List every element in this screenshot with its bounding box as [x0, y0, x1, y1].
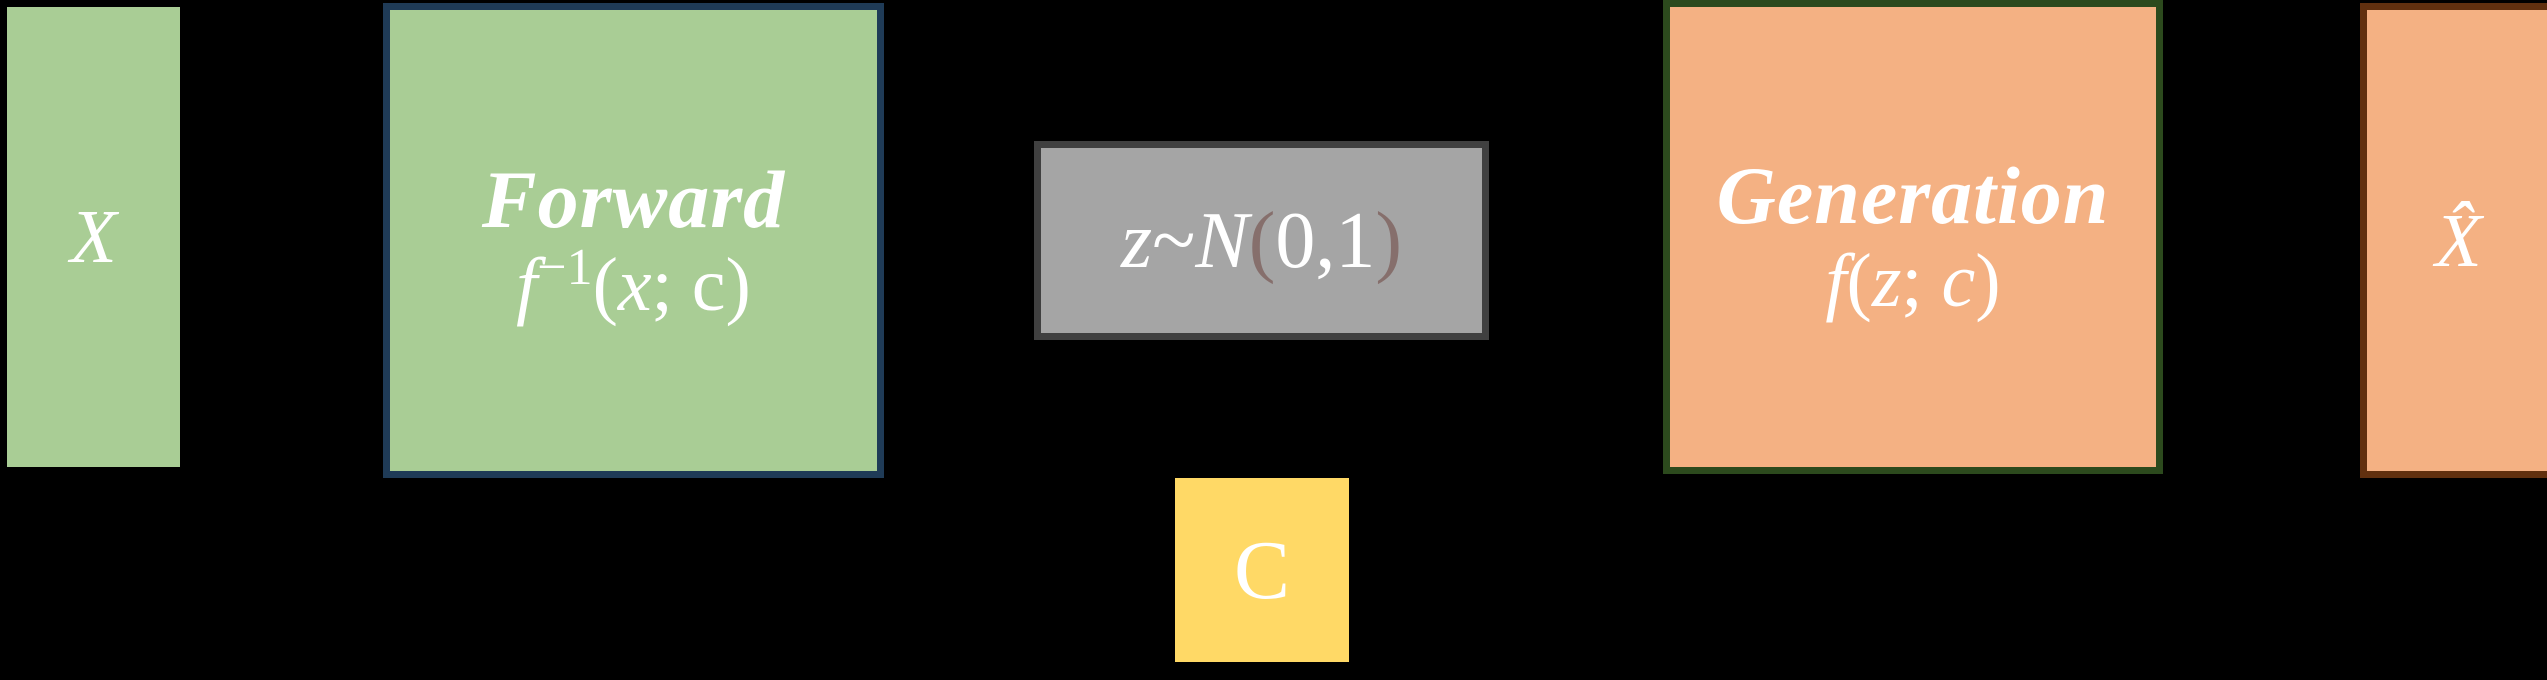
latent-tilde: ~: [1152, 196, 1196, 285]
latent-node: z~N(0,1): [1034, 141, 1489, 340]
input-x-node: X: [7, 7, 180, 467]
generation-arg-z: z: [1871, 239, 1902, 323]
forward-sep: ;: [651, 242, 673, 327]
forward-arg-x: x: [617, 242, 652, 327]
output-xhat-node: X̂: [2360, 3, 2547, 478]
latent-open-paren: (: [1248, 196, 1276, 285]
forward-node: Forward f−1(x; c): [383, 3, 884, 478]
generation-open-paren: (: [1846, 239, 1872, 323]
generation-formula: f(z; c): [1825, 243, 2000, 319]
output-xhat-label: X̂: [2435, 198, 2482, 283]
latent-dist: N: [1195, 196, 1249, 285]
condition-node: C: [1175, 478, 1349, 662]
edge-condition-generation: [1349, 471, 1928, 572]
condition-label: C: [1233, 523, 1291, 617]
generation-arg-c: c: [1941, 239, 1976, 323]
generation-title: Generation: [1716, 150, 2110, 241]
forward-formula: f−1(x; c): [516, 241, 751, 323]
latent-close-paren: ): [1375, 196, 1403, 285]
forward-title: Forward: [481, 153, 786, 245]
input-x-label: X: [70, 195, 117, 279]
forward-inverse-sup: −1: [537, 238, 593, 296]
latent-var: z: [1120, 196, 1153, 285]
generation-func: f: [1825, 239, 1847, 323]
generation-close-paren: ): [1975, 239, 2001, 323]
generation-node: Generation f(z; c): [1663, 0, 2163, 474]
forward-arg-c: c: [691, 242, 726, 327]
edge-condition-forward: [618, 475, 1175, 572]
forward-open-paren: (: [592, 242, 618, 327]
forward-func: f: [516, 242, 538, 327]
generation-sep: ;: [1901, 239, 1923, 323]
latent-formula: z~N(0,1): [1121, 201, 1402, 281]
latent-args: 0,1: [1275, 196, 1376, 285]
forward-close-paren: ): [725, 242, 751, 327]
